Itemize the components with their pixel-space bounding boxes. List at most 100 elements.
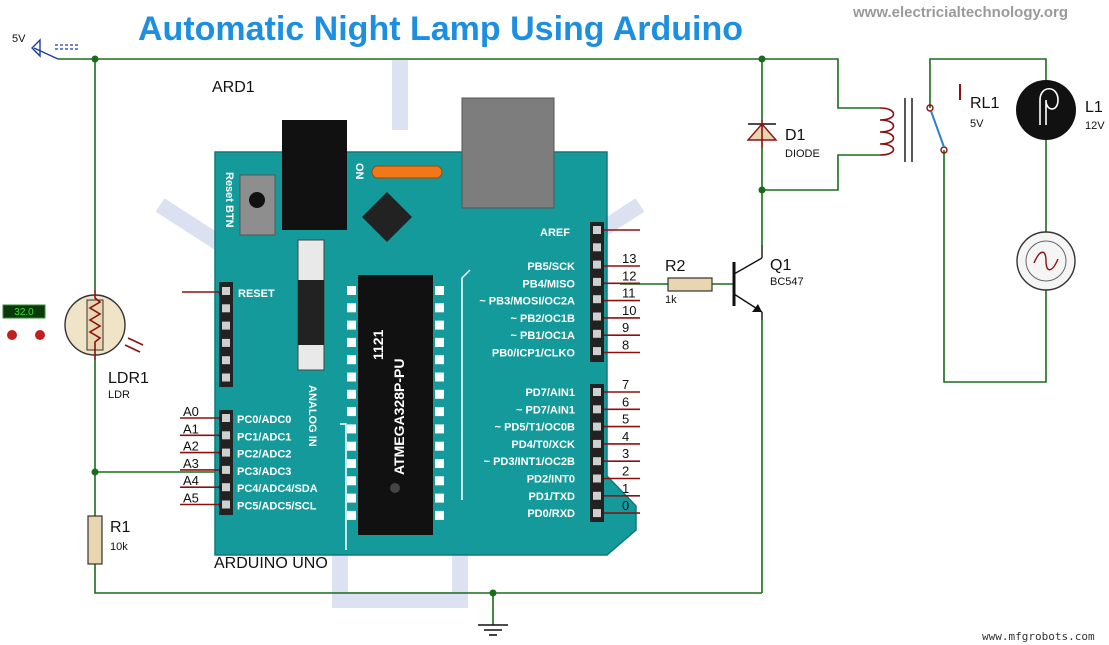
header-hole <box>222 338 230 347</box>
digital-pin-number: 5 <box>622 412 629 427</box>
arduino-board: ARD1 Reset BTN ON ANALOG IN 1121 ATMEGA3… <box>182 79 640 572</box>
digital-pin-name: ~ PB2/OC1B <box>511 313 576 325</box>
ground-symbol <box>478 624 508 636</box>
analog-pin-inner-label: PC4/ADC4/SDA <box>237 483 318 495</box>
arduino-ref: ARD1 <box>212 79 255 96</box>
chip-pin <box>435 407 444 417</box>
chip-pin <box>347 459 356 468</box>
header-hole <box>222 500 230 509</box>
header-hole <box>593 491 601 500</box>
ldr-ref: LDR1 <box>108 370 149 387</box>
analog-pin-inner-label: PC1/ADC1 <box>237 431 291 443</box>
svg-text:RESET: RESET <box>238 288 275 300</box>
junction-dots <box>91 55 766 597</box>
transistor-q1: Q1 BC547 <box>732 245 804 320</box>
chip-pin <box>347 337 356 347</box>
header-hole <box>593 422 601 431</box>
digital-pin-number: 4 <box>622 429 629 444</box>
svg-text:RL1: RL1 <box>970 95 999 112</box>
header-hole <box>593 329 601 338</box>
lamp-l1: L1 12V <box>1016 80 1105 140</box>
digital-pin-number: 6 <box>622 394 629 409</box>
header-hole <box>593 260 601 269</box>
svg-text:5V: 5V <box>12 33 26 45</box>
svg-text:R1: R1 <box>110 519 131 536</box>
website-watermark: www.electricialtechnology.org <box>852 4 1068 21</box>
chip-pin <box>435 286 444 295</box>
svg-text:R2: R2 <box>665 258 686 275</box>
chip-pin <box>347 510 356 520</box>
digital-pin-number: 7 <box>622 377 629 392</box>
svg-text:ON: ON <box>353 163 365 180</box>
header-hole <box>593 405 601 414</box>
ac-source <box>1016 231 1076 291</box>
digital-pin-number: 2 <box>622 464 629 479</box>
svg-text:DIODE: DIODE <box>785 148 820 160</box>
digital-pin-name: ~ PD3/INT1/OC2B <box>484 456 575 468</box>
header-hole <box>593 439 601 448</box>
header-hole <box>593 243 601 252</box>
digital-pin-number: 12 <box>622 268 636 283</box>
analog-pin-outer-label: A5 <box>183 491 199 506</box>
header-hole <box>222 465 230 474</box>
digital-pin-name: ~ PB1/OC1A <box>511 330 576 342</box>
analog-pin-inner-label: PC3/ADC3 <box>237 466 291 478</box>
svg-text:D1: D1 <box>785 127 806 144</box>
chip-pin <box>347 389 356 399</box>
svg-text:BC547: BC547 <box>770 276 804 288</box>
analog-pin-inner-label: PC5/ADC5/SCL <box>237 501 317 513</box>
chip-pin <box>435 510 444 520</box>
chip-pin <box>347 476 356 486</box>
header-hole <box>593 457 601 466</box>
digital-pin-number: 1 <box>622 481 629 496</box>
chip-pin <box>435 320 444 330</box>
resistor-r2: R2 1k <box>665 258 713 306</box>
header-hole <box>222 414 230 422</box>
digital-pin-name: ~ PD5/T1/OC0B <box>495 422 575 434</box>
header-hole <box>222 287 230 295</box>
chip-pin <box>435 389 444 399</box>
svg-text:1121: 1121 <box>370 329 386 360</box>
chip-pin <box>435 493 444 503</box>
ldr-value: LDR <box>108 389 130 401</box>
chip-pin <box>347 286 356 295</box>
digital-pin-name: PD4/T0/XCK <box>511 439 575 451</box>
chip-pin <box>347 493 356 503</box>
header-hole <box>593 277 601 286</box>
digital-pin-name: ~ PB3/MOSI/OC2A <box>479 296 575 308</box>
header-hole <box>222 356 230 365</box>
usb-connector <box>461 97 555 209</box>
header-hole <box>222 304 230 313</box>
diagram-title: Automatic Night Lamp Using Arduino <box>138 10 743 48</box>
digital-pin-name: PD7/AIN1 <box>525 387 575 399</box>
analog-header <box>219 410 233 515</box>
analog-pin-outer-label: A4 <box>183 473 199 488</box>
digital-pin-name: PB5/SCK <box>527 261 575 273</box>
digital-pin-name: PB4/MISO <box>522 278 575 290</box>
digital-pin-number: 8 <box>622 338 629 353</box>
resistor-r1: R1 10k <box>87 515 131 565</box>
digital-pin-number: 9 <box>622 320 629 335</box>
svg-text:Reset BTN: Reset BTN <box>223 172 235 228</box>
svg-text:32.0: 32.0 <box>14 307 34 318</box>
svg-text:12V: 12V <box>1085 120 1105 132</box>
chip-pin <box>435 424 444 434</box>
chip-pin <box>435 441 444 451</box>
reset-header <box>219 282 233 387</box>
header-hole <box>593 347 601 356</box>
svg-text:ATMEGA328P-PU: ATMEGA328P-PU <box>391 359 407 475</box>
analog-pin-outer-label: A3 <box>183 456 199 471</box>
analog-pin-outer-label: A0 <box>183 404 199 419</box>
svg-text:10k: 10k <box>110 541 128 553</box>
digital-pin-name: PD2/INT0 <box>527 474 575 486</box>
digital-pin-name: PD1/TXD <box>529 491 576 503</box>
chip-pin <box>347 407 356 417</box>
chip-pin <box>435 303 444 313</box>
footer-watermark: www.mfgrobots.com <box>982 630 1095 643</box>
digital-pin-number: 0 <box>622 498 629 513</box>
digital-pin-number: 11 <box>622 286 636 301</box>
header-hole <box>222 448 230 457</box>
supply-5v: 5V <box>12 33 80 60</box>
